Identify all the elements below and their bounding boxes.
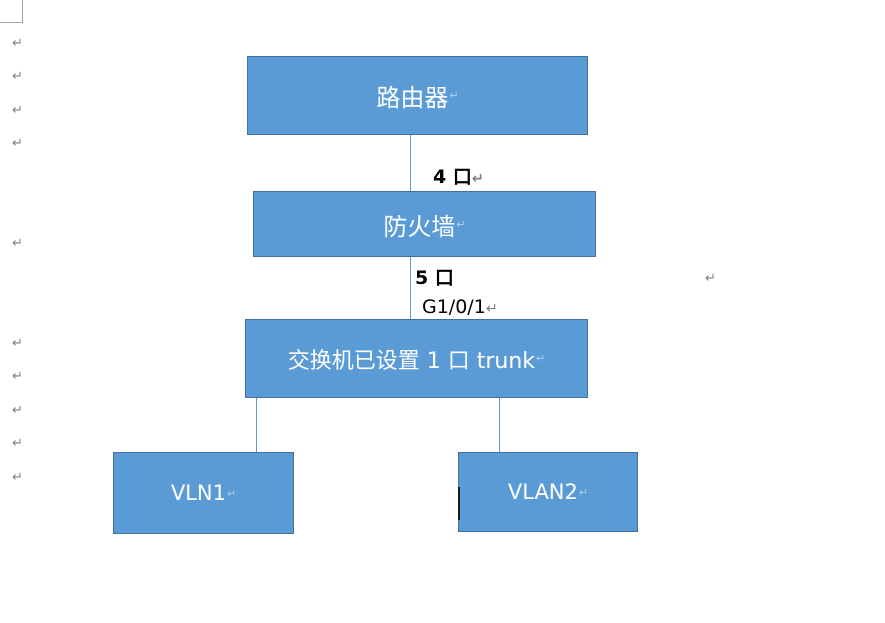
- edge-label-text: 5 口: [415, 267, 454, 289]
- edge-label-iface-g1[interactable]: G1/0/1↵: [422, 296, 498, 318]
- diagram-node-vlan2[interactable]: VLAN2↵: [458, 452, 638, 532]
- edge-label-text: G1/0/1: [422, 296, 486, 318]
- paragraph-mark: ↵: [12, 402, 23, 417]
- paragraph-mark: ↵: [456, 218, 466, 231]
- diagram-node-label: VLAN2: [507, 480, 578, 504]
- edge-label-port-5[interactable]: 5 口: [415, 263, 454, 290]
- diagram-node-label: 交换机已设置 1 口 trunk: [287, 348, 536, 374]
- connector-switch-to-vlan2[interactable]: [499, 398, 500, 452]
- diagram-node-label: VLN1: [170, 481, 226, 505]
- paragraph-mark: ↵: [705, 270, 716, 285]
- paragraph-mark: ↵: [471, 171, 484, 187]
- paragraph-mark: ↵: [485, 301, 498, 317]
- connector-switch-to-vlan1[interactable]: [256, 398, 257, 452]
- diagram-node-router[interactable]: 路由器↵: [247, 56, 588, 135]
- paragraph-mark: ↵: [12, 235, 23, 250]
- paragraph-mark: ↵: [12, 102, 23, 117]
- diagram-node-label: 防火墙: [383, 212, 456, 241]
- paragraph-mark: ↵: [449, 90, 459, 102]
- diagram-node-label: 路由器: [376, 84, 449, 112]
- paragraph-mark: ↵: [12, 135, 23, 150]
- diagram-node-switch[interactable]: 交换机已设置 1 口 trunk↵: [245, 319, 588, 398]
- paragraph-mark: ↵: [578, 486, 589, 499]
- connector-firewall-to-switch[interactable]: [410, 257, 411, 319]
- diagram-node-vlan1[interactable]: VLN1↵: [113, 452, 294, 534]
- paragraph-mark: ↵: [12, 469, 23, 484]
- diagram-node-firewall[interactable]: 防火墙↵: [253, 191, 596, 257]
- paragraph-mark: ↵: [536, 353, 546, 365]
- edge-label-text: 4 口: [433, 166, 472, 188]
- paragraph-mark: ↵: [12, 335, 23, 350]
- paragraph-mark: ↵: [12, 435, 23, 450]
- paragraph-mark: ↵: [12, 68, 23, 83]
- text-caret: [458, 487, 460, 520]
- edge-label-port-4[interactable]: 4 口↵: [433, 162, 484, 189]
- paragraph-mark: ↵: [12, 35, 23, 50]
- paragraph-mark: ↵: [226, 487, 237, 500]
- page-margin-corner-mark: [0, 0, 23, 23]
- connector-router-to-firewall[interactable]: [410, 135, 411, 191]
- paragraph-mark: ↵: [12, 368, 23, 383]
